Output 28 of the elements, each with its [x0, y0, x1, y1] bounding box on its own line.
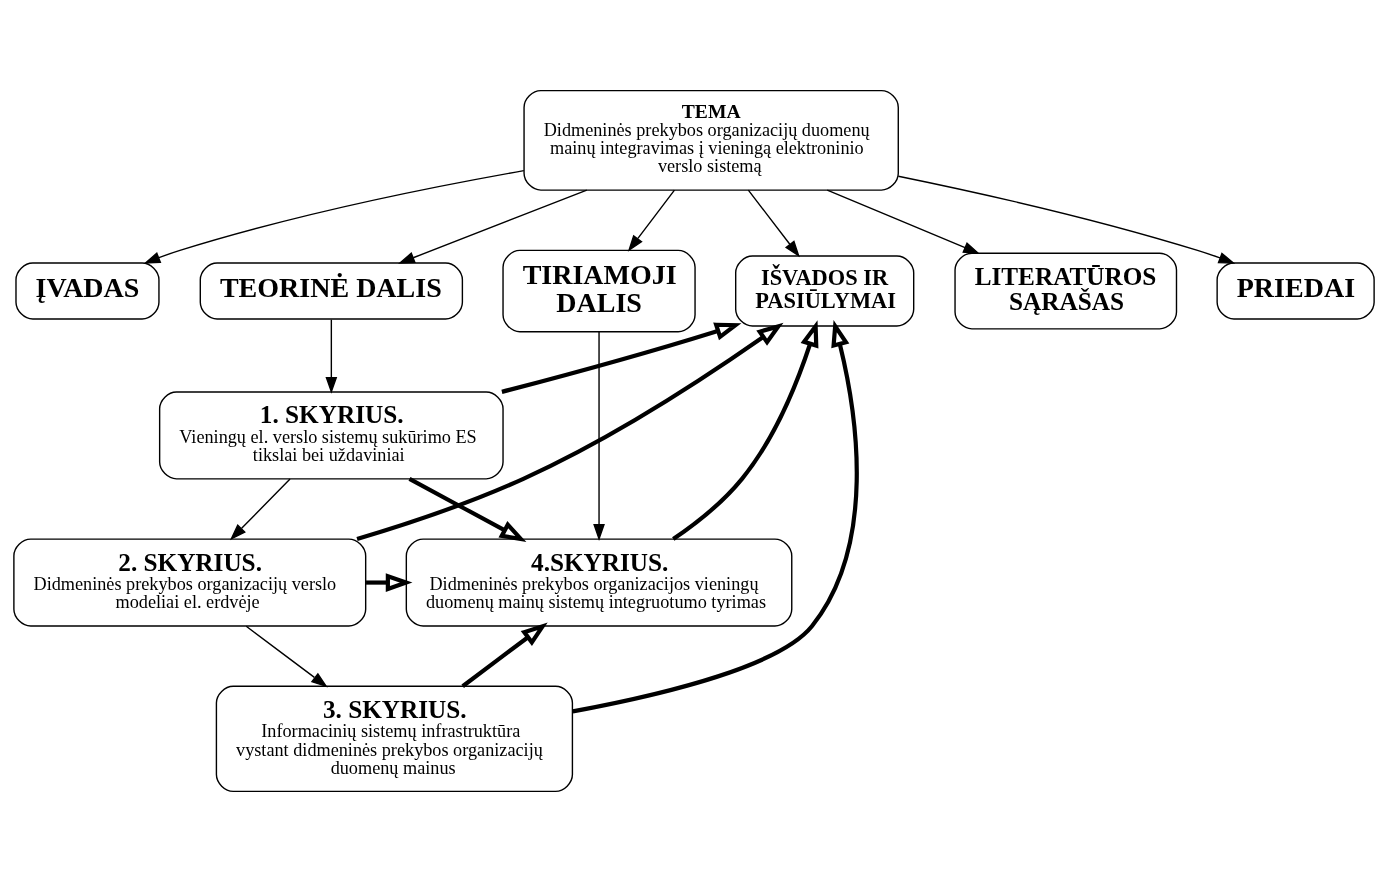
- arrow: [143, 169, 525, 264]
- node-box: LITERATŪROS SĄRAŠAS: [954, 252, 1178, 330]
- arrow: [627, 189, 676, 252]
- arrow: [356, 322, 784, 541]
- arrow: [398, 189, 588, 264]
- node-box: 4.SKYRIUS. Didmeninės prekybos organizacijos vieningų duomenų mainų sistemų integruotumo tyrimas: [405, 538, 793, 627]
- node-box: 3. SKYRIUS. Informacinių sistemų infrastruktūra vystant didmeninės prekybos organizacijų duomenų mainus: [215, 685, 574, 793]
- arrow: [461, 622, 548, 688]
- arrow: [826, 189, 981, 254]
- arrow: [747, 189, 800, 258]
- arrow: [229, 478, 291, 541]
- arrow: [897, 175, 1236, 264]
- arrow: [501, 322, 742, 394]
- arrow: [325, 319, 338, 394]
- node-box: 1. SKYRIUS. Vieningų el. verslo sistemų sukūrimo ES tikslai bei uždaviniai: [158, 391, 504, 480]
- arrow: [408, 477, 527, 542]
- arrow: [245, 625, 328, 688]
- node-box: TEORINĖ DALIS: [199, 262, 464, 320]
- node-box: PRIEDAI: [1216, 262, 1375, 320]
- node-box: IŠVADOS IR PASIŪLYMAI: [735, 255, 915, 327]
- node-box: TEMA Didmeninės prekybos organizacijų duomenų mainų integravimas į vieningą elektroninio verslo sistemą: [523, 89, 899, 191]
- node-box: ĮVADAS: [15, 262, 160, 320]
- arrow: [672, 320, 819, 541]
- arrow: [572, 320, 859, 714]
- arrow: [366, 573, 413, 592]
- node-box: 2. SKYRIUS. Didmeninės prekybos organizacijų verslo modeliai el. erdvėje: [13, 538, 367, 627]
- node-box: TIRIAMOJI DALIS: [502, 249, 696, 333]
- arrow: [593, 331, 605, 541]
